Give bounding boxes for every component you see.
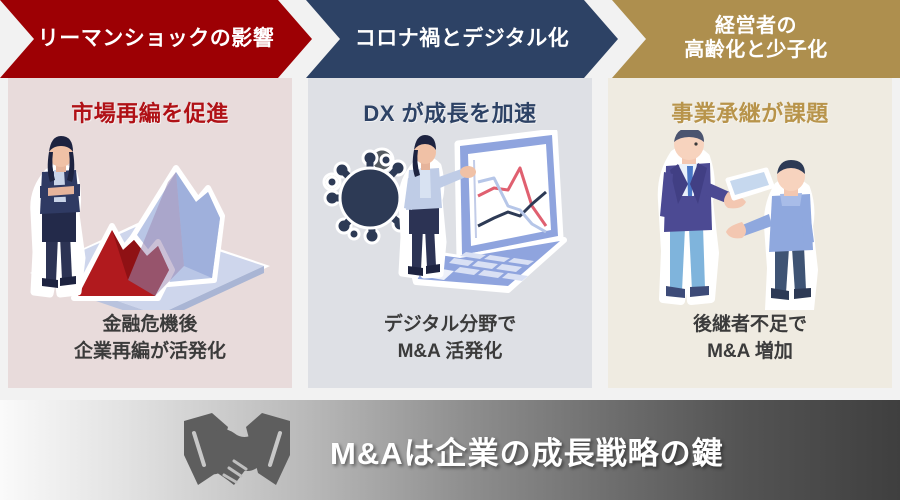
illustration-succession-handover <box>608 130 892 310</box>
column-corona-dx: DX が成長を加速 <box>300 0 600 400</box>
column-3-caption-line-1: 後継者不足で <box>692 314 807 336</box>
column-2-caption: デジタル分野で M&A 活発化 <box>308 312 592 366</box>
column-3-panel: 事業承継が課題 <box>608 78 892 388</box>
banner-leman-shock: リーマンショックの影響 <box>0 0 312 78</box>
column-1-caption-line-2: 企業再編が活発化 <box>73 341 226 363</box>
banner-succession: 経営者の 高齢化と少子化 <box>612 0 900 78</box>
column-1-headline: 市場再編を促進 <box>71 101 229 126</box>
banner-3-label: 経営者の 高齢化と少子化 <box>684 15 828 62</box>
column-succession: 事業承継が課題 <box>600 0 900 400</box>
column-2-headline: DX が成長を加速 <box>363 101 537 126</box>
banner-2-label: コロナ禍とデジタル化 <box>354 26 570 50</box>
column-2-panel: DX が成長を加速 <box>308 78 592 388</box>
illustration-woman-with-area-chart <box>8 130 292 310</box>
banner-3-label-line-1: 経営者の <box>715 15 797 38</box>
column-2-caption-line-2: M&A 活発化 <box>397 341 503 363</box>
handshake-icon <box>182 411 292 489</box>
banner-1-label: リーマンショックの影響 <box>37 26 275 50</box>
banner-3-label-line-2: 高齢化と少子化 <box>684 39 828 61</box>
column-1-caption-line-1: 金融危機後 <box>102 314 198 336</box>
column-leman-shock: 市場再編を促進 <box>0 0 300 400</box>
column-3-headline: 事業承継が課題 <box>671 101 829 126</box>
column-1-caption: 金融危機後 企業再編が活発化 <box>8 312 292 366</box>
bottom-summary-bar: M&Aは企業の成長戦略の鍵 <box>0 400 900 500</box>
banner-corona-dx: コロナ禍とデジタル化 <box>306 0 618 78</box>
column-1-panel: 市場再編を促進 <box>8 78 292 388</box>
bottom-bar-text: M&Aは企業の成長戦略の鍵 <box>330 435 724 471</box>
column-3-caption: 後継者不足で M&A 増加 <box>608 312 892 366</box>
column-3-caption-line-2: M&A 増加 <box>707 341 793 363</box>
columns-container: 市場再編を促進 <box>0 0 900 400</box>
column-2-caption-line-1: デジタル分野で <box>383 314 517 336</box>
illustration-virus-laptop-presenter <box>308 130 592 310</box>
